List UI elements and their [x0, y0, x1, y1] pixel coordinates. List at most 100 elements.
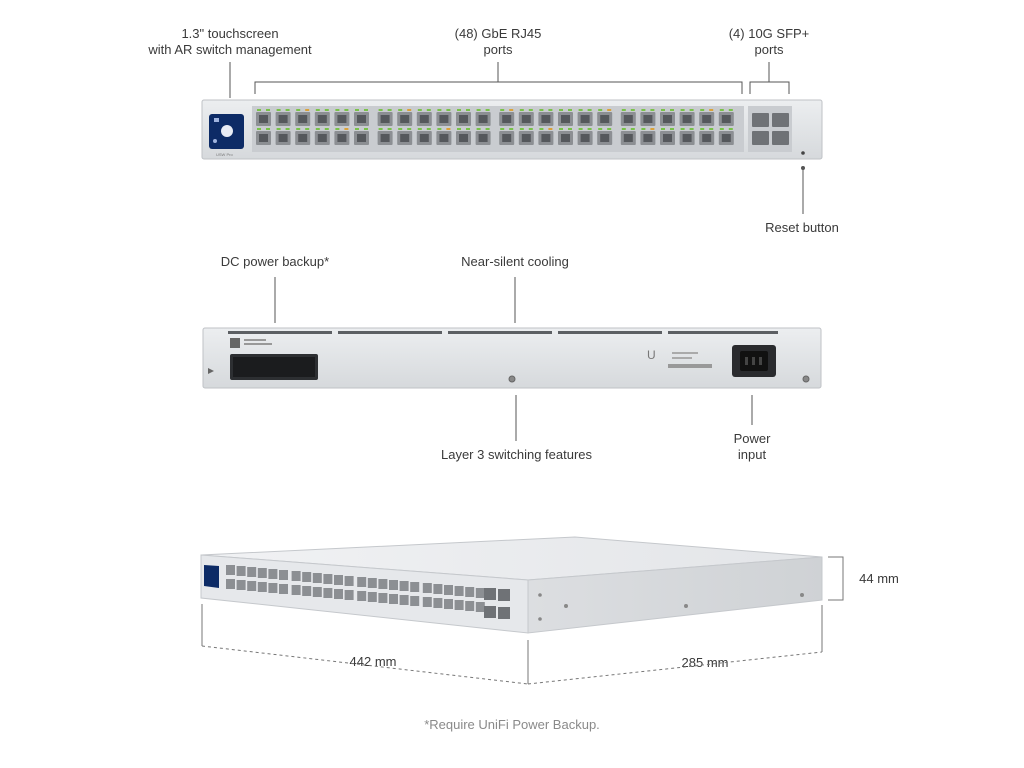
rj45-port[interactable] — [475, 109, 491, 126]
rj45-port[interactable] — [597, 109, 613, 126]
port-led-icon — [568, 109, 572, 111]
sfp-callout: (4) 10G SFP+ ports — [719, 26, 819, 58]
port-led-icon — [578, 109, 583, 111]
rj45-port[interactable] — [499, 128, 515, 145]
touchscreen-callout: 1.3" touchscreen with AR switch manageme… — [140, 26, 320, 58]
touchscreen-display-perspective — [204, 565, 219, 588]
rj45-port[interactable] — [660, 109, 675, 126]
power-input-label-line2: input — [737, 447, 767, 462]
sfp-port[interactable] — [772, 131, 789, 145]
port-led-icon — [335, 128, 340, 130]
rj45-port[interactable] — [397, 109, 413, 126]
rj45-port[interactable] — [334, 128, 350, 145]
footnote: *Require UniFi Power Backup. — [424, 717, 600, 732]
rj45-port[interactable] — [475, 128, 491, 145]
rj45-port[interactable] — [416, 128, 432, 145]
port-led-icon — [728, 128, 733, 130]
rj45-port-perspective — [410, 582, 420, 592]
port-led-icon — [285, 128, 290, 130]
rj45-port[interactable] — [256, 128, 271, 145]
rj45-port[interactable] — [718, 128, 734, 145]
port-led-icon — [509, 128, 514, 130]
rj45-port-perspective — [236, 566, 246, 576]
rj45-port[interactable] — [499, 109, 515, 126]
rj45-port[interactable] — [660, 128, 675, 145]
rj45-port[interactable] — [718, 109, 734, 126]
reset-button[interactable] — [801, 151, 805, 155]
rj45-port[interactable] — [577, 109, 593, 126]
rj45-port[interactable] — [256, 109, 271, 126]
rj45-port[interactable] — [640, 109, 656, 126]
rj45-port-perspective — [399, 581, 409, 591]
rj45-port[interactable] — [620, 128, 636, 145]
rj45-port[interactable] — [456, 109, 471, 126]
sfp-port[interactable] — [752, 113, 769, 127]
rear-leader-lines — [274, 277, 753, 441]
rj45-port-perspective — [454, 586, 464, 596]
rj45-port[interactable] — [558, 109, 573, 126]
port-led-icon — [709, 109, 714, 111]
rj45-port[interactable] — [558, 128, 573, 145]
rj45-port[interactable] — [597, 128, 613, 145]
reset-button-callout: Reset button — [752, 220, 852, 236]
rj45-port-perspective — [378, 579, 388, 589]
rj45-port-perspective — [344, 576, 354, 586]
port-led-icon — [528, 109, 533, 111]
port-led-icon — [305, 109, 310, 111]
port-led-icon — [364, 109, 368, 111]
rj45-port-perspective — [312, 587, 322, 597]
rj45-port[interactable] — [377, 128, 393, 145]
port-led-icon — [519, 109, 524, 111]
rj45-port-group — [256, 109, 734, 145]
rj45-port[interactable] — [275, 128, 291, 145]
rj45-port[interactable] — [354, 109, 369, 126]
rj45-port[interactable] — [679, 128, 695, 145]
rj45-port[interactable] — [354, 128, 369, 145]
rj45-port[interactable] — [518, 128, 534, 145]
sfp-port[interactable] — [752, 131, 769, 145]
rj45-port-perspective — [226, 579, 235, 589]
rj45-port[interactable] — [456, 128, 471, 145]
port-led-icon — [485, 109, 490, 111]
rj45-port[interactable] — [275, 109, 291, 126]
rj45-port[interactable] — [538, 128, 554, 145]
rj45-port[interactable] — [397, 128, 413, 145]
rj45-port-perspective — [444, 599, 453, 609]
screw-icon — [564, 604, 568, 608]
rj45-port[interactable] — [295, 109, 311, 126]
port-led-icon — [437, 128, 442, 130]
rj45-port-perspective — [444, 585, 453, 595]
rj45-port[interactable] — [314, 109, 330, 126]
rj45-port[interactable] — [620, 109, 636, 126]
port-led-icon — [407, 128, 412, 130]
rear-vent-slots — [228, 331, 778, 334]
rj45-port-perspective — [226, 565, 235, 575]
port-led-icon — [266, 128, 270, 130]
rj45-port[interactable] — [538, 109, 554, 126]
port-led-icon — [500, 128, 505, 130]
port-led-icon — [476, 128, 481, 130]
rj45-port[interactable] — [416, 109, 432, 126]
sfp-port[interactable] — [772, 113, 789, 127]
rj45-port[interactable] — [334, 109, 350, 126]
rj45-port[interactable] — [436, 109, 452, 126]
rj45-port[interactable] — [679, 109, 695, 126]
port-led-icon — [305, 128, 310, 130]
perspective-port-group — [226, 565, 510, 619]
rj45-port[interactable] — [377, 109, 393, 126]
rj45-port[interactable] — [699, 128, 715, 145]
rj45-port[interactable] — [577, 128, 593, 145]
rj45-port[interactable] — [699, 109, 715, 126]
port-led-icon — [661, 109, 665, 111]
rj45-port-perspective — [279, 584, 288, 594]
rj45-port[interactable] — [314, 128, 330, 145]
rj45-port-perspective — [323, 574, 333, 584]
rj45-port[interactable] — [518, 109, 534, 126]
port-led-icon — [398, 109, 403, 111]
rj45-port[interactable] — [295, 128, 311, 145]
rj45-port[interactable] — [640, 128, 656, 145]
ac-pin — [745, 357, 748, 365]
rj45-port[interactable] — [436, 128, 452, 145]
port-led-icon — [719, 109, 724, 111]
port-led-icon — [466, 109, 470, 111]
